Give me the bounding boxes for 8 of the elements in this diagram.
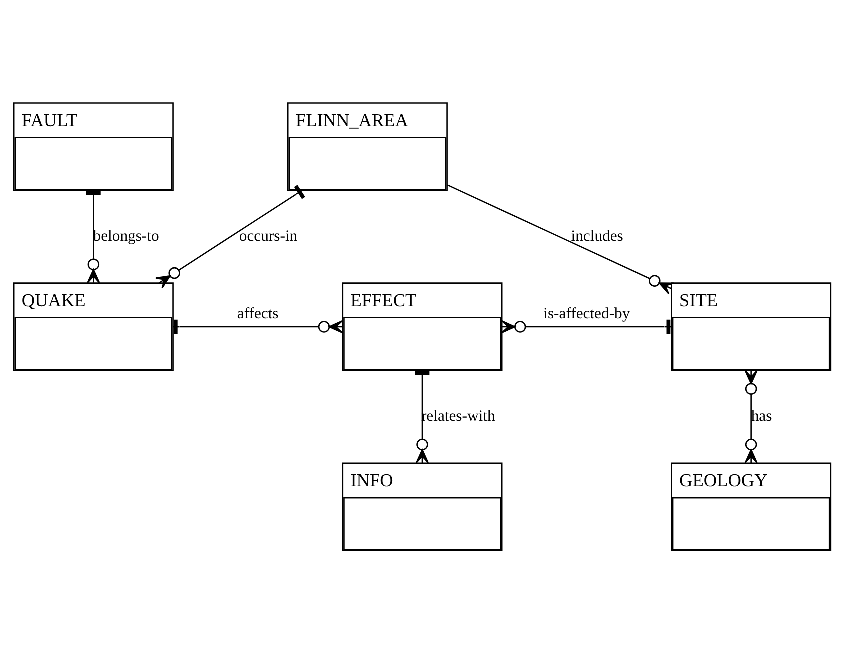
edge-label: occurs-in — [239, 228, 298, 246]
connector — [447, 184, 675, 295]
edge-label: is-affected-by — [544, 306, 630, 323]
connector — [155, 185, 306, 289]
edge-label: includes — [571, 228, 624, 246]
connector — [86, 190, 101, 284]
connector — [744, 370, 758, 464]
edge-label: affects — [237, 306, 279, 323]
